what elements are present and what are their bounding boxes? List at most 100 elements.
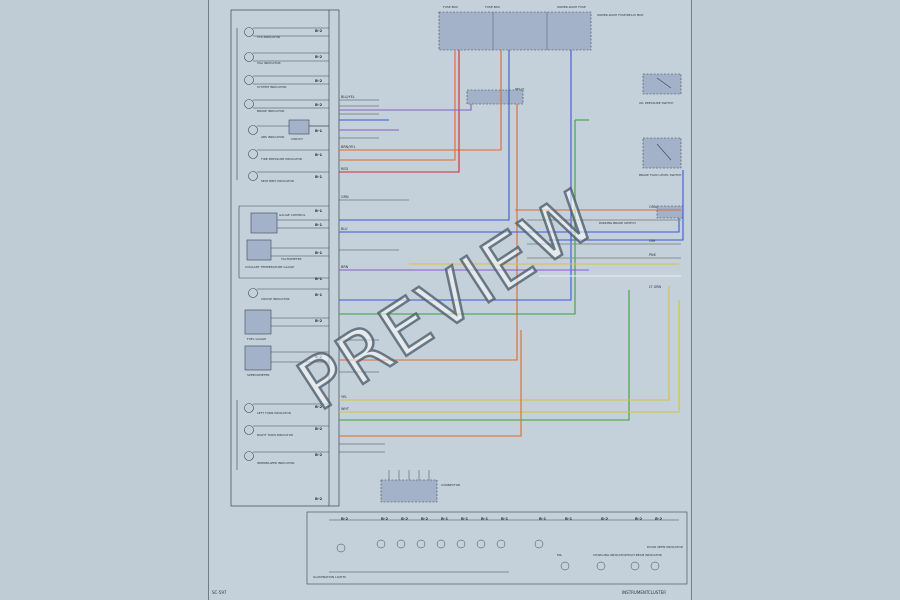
fuel-gauge-box (244, 309, 272, 335)
bulb-symbol (244, 27, 254, 37)
svg-text:B-2: B-2 (315, 28, 322, 33)
svg-text:B-2: B-2 (315, 496, 322, 501)
connector-tags (339, 99, 409, 453)
ecu-box (288, 119, 310, 135)
bottom-ind-3-label: HIGH BEAM INDICATOR (627, 553, 662, 557)
svg-text:B-2: B-2 (421, 516, 428, 521)
bulb-symbol (244, 75, 254, 85)
indicator-bulbs (236, 27, 329, 470)
mid-relay-label: RELAY (515, 87, 525, 91)
svg-text:B-1: B-1 (315, 250, 322, 255)
tach-label: TACHOMETER (280, 257, 302, 261)
fuel-gauge-label: FUEL GAUGE (247, 337, 266, 341)
speedometer-box (244, 345, 272, 371)
footer-page-code: SC-597 (212, 590, 227, 595)
illumination-label: ILLUMINATION LIGHTS (313, 575, 346, 579)
svg-text:B-1: B-1 (501, 516, 508, 521)
bottom-ind-1-label: MIL (557, 553, 562, 557)
svg-text:B-1: B-1 (565, 516, 572, 521)
tpms-indicator-label: TIRE PRESSURE INDICATOR (260, 157, 302, 161)
svg-text:B-1: B-1 (461, 516, 468, 521)
ecu-label: CIRCUIT (291, 137, 303, 141)
speedometer-label: SPEEDOMETER (247, 373, 269, 377)
seat-belt-indicator-label: SEAT BELT INDICATOR (261, 179, 294, 183)
top-fuse-a-label: FUSE BOX (443, 5, 458, 9)
cluster-frame (230, 9, 340, 507)
bulb-symbol (244, 425, 254, 435)
bulb-symbol (248, 288, 258, 298)
tach-box (246, 239, 272, 261)
oil-pressure-switch-label: OIL PRESSURE SWITCH (639, 101, 673, 105)
wiring-diagram: TCS INDICATOR VSA INDICATOR SYSTEM INDIC… (230, 5, 688, 585)
wire-label: BLU (341, 227, 348, 231)
wire-label: BLU/YEL (341, 95, 355, 99)
bulb-symbol (248, 171, 258, 181)
gauge-control-box (250, 212, 278, 234)
top-fuse-b-label: FUSE BOX (485, 5, 500, 9)
svg-text:B-2: B-2 (315, 102, 322, 107)
svg-text:B-2: B-2 (315, 426, 322, 431)
brake-indicator-label: BRAKE INDICATOR (257, 109, 284, 113)
immo-indicator-label: SYSTEM INDICATOR (257, 85, 286, 89)
wires (339, 50, 684, 437)
svg-text:B-2: B-2 (315, 78, 322, 83)
svg-text:B-2: B-2 (655, 516, 662, 521)
wire-label: BRN/YEL (341, 145, 356, 149)
bottom-connector: CONNECTOR (380, 470, 460, 503)
svg-text:B-2: B-2 (315, 354, 322, 359)
wire-label: BRN (341, 265, 349, 269)
gauge-control-label: GAUGE CONTROL (279, 213, 306, 217)
svg-text:B-2: B-2 (635, 516, 642, 521)
wire-color-labels: BLU/YEL BRN/YEL GRN BLU BRN YEL WHT RED … (341, 95, 662, 411)
svg-text:B-1: B-1 (315, 208, 322, 213)
wire-label: YEL (341, 395, 347, 399)
svg-text:B-2: B-2 (381, 516, 388, 521)
security-indicator-label: IMMOBILIZER INDICATOR (257, 461, 294, 465)
svg-text:B-2: B-2 (401, 516, 408, 521)
svg-text:B-1: B-1 (481, 516, 488, 521)
top-right-box-label: UNDER-DASH FUSE/RELAY BOX (597, 13, 643, 17)
bulb-symbol (244, 52, 254, 62)
schematic-sheet: TCS INDICATOR VSA INDICATOR SYSTEM INDIC… (208, 0, 692, 600)
wire-label: GRN (341, 195, 349, 199)
svg-text:B-2: B-2 (341, 516, 348, 521)
bulb-symbol (244, 99, 254, 109)
wire-label: GRY (649, 239, 657, 243)
bottom-ind-2-label: CHARGING INDICATOR (593, 553, 627, 557)
bottom-bulb-row: ILLUMINATION LIGHTS MIL CHARGING INDICAT… (306, 511, 688, 585)
bottom-ind-4-label: DOOR OPEN INDICATOR (647, 545, 683, 549)
cruise-indicator-label: CRUISE INDICATOR (261, 297, 290, 301)
tcs-indicator-label: TCS INDICATOR (256, 35, 280, 39)
vsa-indicator-label: VSA INDICATOR (257, 61, 281, 65)
cluster-modules (238, 119, 329, 371)
bulb-symbol (248, 149, 258, 159)
wire-label: RED (341, 167, 348, 171)
svg-text:B-2: B-2 (315, 318, 322, 323)
wire-label: LT GRN (649, 285, 662, 289)
top-fuse-c-label: UNDER-DASH FUSE (557, 5, 586, 9)
parking-brake-switch-label: PARKING BRAKE SWITCH (599, 221, 636, 225)
svg-text:B-1: B-1 (315, 276, 322, 281)
svg-text:B-1: B-1 (539, 516, 546, 521)
svg-text:B-1: B-1 (315, 222, 322, 227)
svg-text:B-1: B-1 (315, 152, 322, 157)
svg-text:B-1: B-1 (441, 516, 448, 521)
coolant-temp-gauge-label: COOLANT TEMPERATURE GAUGE (245, 265, 294, 269)
wire-label: WHT (341, 407, 350, 411)
bulb-symbol (244, 451, 254, 461)
right-switches: OIL PRESSURE SWITCH BRAKE FLUID LEVEL SW… (599, 73, 684, 225)
svg-text:B-1: B-1 (315, 174, 322, 179)
brake-fluid-switch-label: BRAKE FLUID LEVEL SWITCH (639, 173, 681, 177)
wire-label: PNK (649, 253, 657, 257)
left-turn-label: LEFT TURN INDICATOR (257, 411, 291, 415)
bottom-connector-label: CONNECTOR (441, 483, 460, 487)
svg-text:B-1: B-1 (315, 292, 322, 297)
footer-section-name: INSTRUMENTCLUSTER (622, 590, 667, 595)
bulb-symbol (244, 403, 254, 413)
cluster-pin-refs: B-2B-2 B-2B-2 B-1B-1 B-1B-1 B-1B-1 B-1B-… (315, 28, 322, 501)
svg-text:B-2: B-2 (315, 404, 322, 409)
svg-text:B-1: B-1 (315, 128, 322, 133)
svg-text:B-2: B-2 (315, 54, 322, 59)
bulb-symbol (248, 125, 258, 135)
top-fuse-blocks: FUSE BOX FUSE BOX UNDER-DASH FUSE UNDER-… (438, 5, 643, 105)
